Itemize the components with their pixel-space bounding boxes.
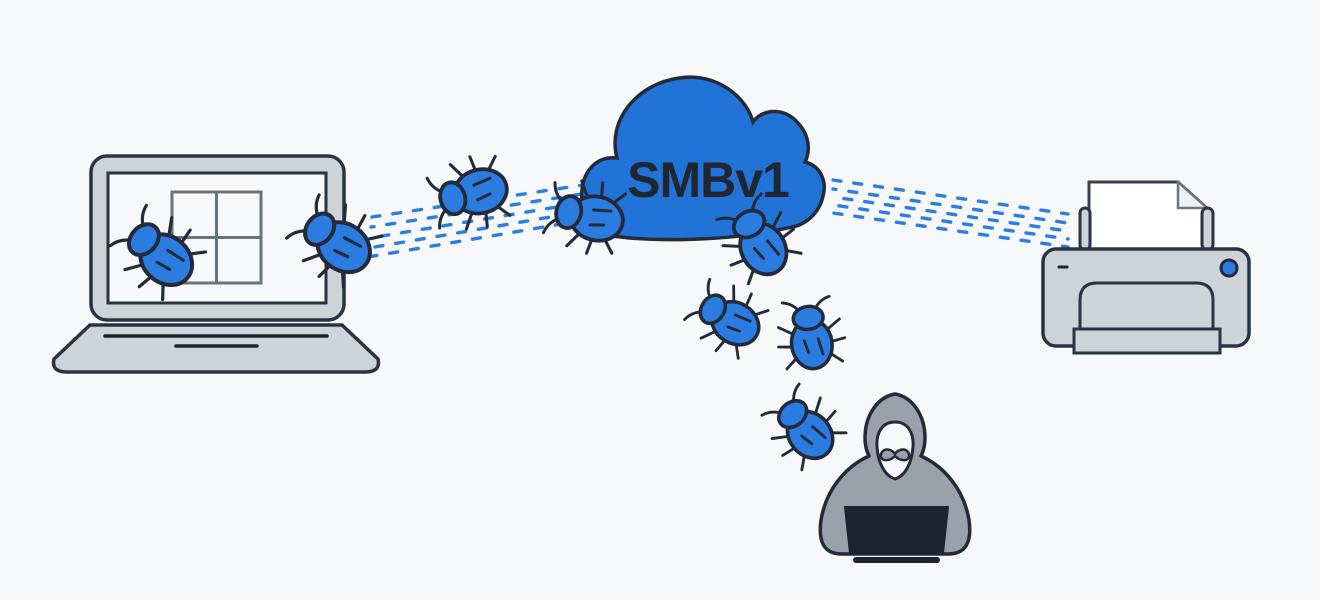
- printer-icon: [1041, 180, 1251, 355]
- bug-icon: [705, 186, 810, 292]
- dash-row: [368, 201, 583, 240]
- bug-icon: [100, 195, 215, 309]
- cloud-label: SMBv1: [627, 152, 789, 208]
- dash-row: [831, 187, 1070, 225]
- hacker-face: [875, 420, 915, 481]
- dash-row: [831, 211, 1070, 249]
- dash-row: [831, 178, 1070, 216]
- bug-icon: [277, 184, 391, 297]
- hacker-icon: [818, 392, 972, 563]
- dash-row: [831, 203, 1070, 241]
- laptop-keyboard-lines: [103, 334, 329, 348]
- dash-row: [831, 195, 1070, 233]
- bug-icon: [422, 148, 517, 241]
- bug-icon: [770, 293, 851, 375]
- beam-cloud-to-printer: [831, 178, 1070, 249]
- bug-icon: [539, 170, 633, 262]
- cloud-icon: SMBv1: [580, 75, 826, 242]
- hacker-laptop-icon: [844, 506, 949, 554]
- bug-icon: [677, 269, 776, 367]
- power-button: [1219, 258, 1239, 278]
- hacker-mustache: [879, 448, 911, 462]
- dash-row: [367, 210, 582, 250]
- cloud-shape: [580, 75, 826, 242]
- printer-output-tray: [1072, 327, 1222, 355]
- bug-icon: [752, 375, 855, 478]
- dash-row: [366, 219, 581, 259]
